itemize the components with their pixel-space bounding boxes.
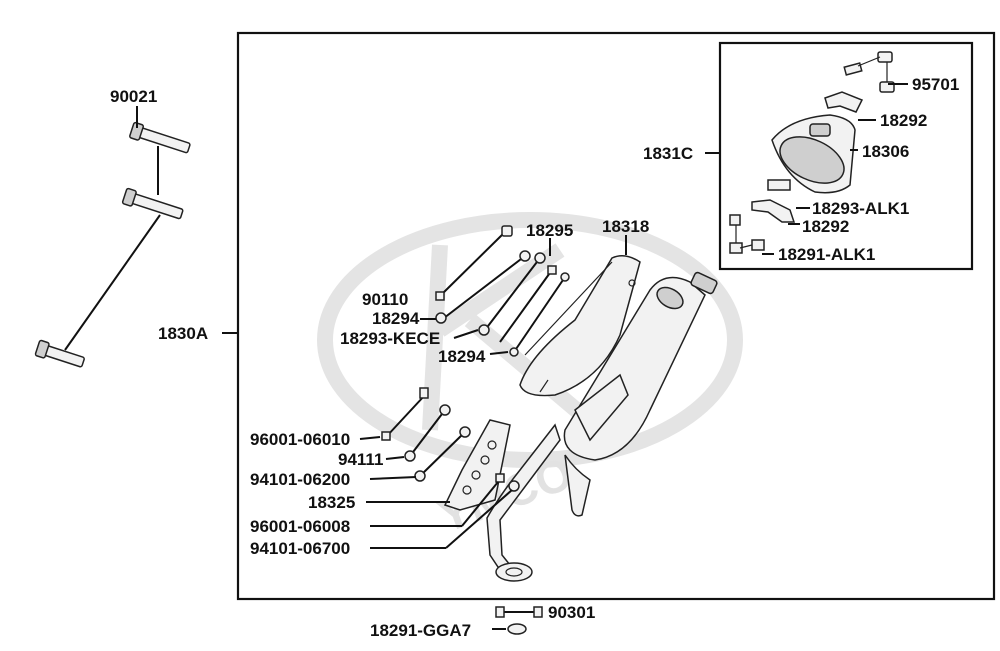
label-18293-KECE: 18293-KECE xyxy=(340,329,440,348)
label-18291-GGA7: 18291-GGA7 xyxy=(370,621,471,640)
label-18292-bottom: 18292 xyxy=(802,217,849,236)
label-18306: 18306 xyxy=(862,142,909,161)
upper-hardware xyxy=(435,225,570,357)
label-18292-top: 18292 xyxy=(880,111,927,130)
label-18325: 18325 xyxy=(308,493,355,512)
inset-assembly-frame xyxy=(718,41,974,271)
label-94111: 94111 xyxy=(338,450,383,469)
label-94101-06700: 94101-06700 xyxy=(250,539,350,558)
label-18294-upper: 18294 xyxy=(372,309,420,328)
label-90301: 90301 xyxy=(548,603,595,622)
label-18294-lower: 18294 xyxy=(438,347,486,366)
label-1830A: 1830A xyxy=(158,324,208,343)
lower-hardware xyxy=(381,387,520,492)
mounting-bolts-90021 xyxy=(34,121,191,368)
label-18291-ALK1: 18291-ALK1 xyxy=(778,245,875,264)
main-assembly-frame xyxy=(236,31,996,601)
label-90021: 90021 xyxy=(110,87,157,106)
label-95701: 95701 xyxy=(912,75,959,94)
label-18293-ALK1: 18293-ALK1 xyxy=(812,199,909,218)
label-96001-06008: 96001-06008 xyxy=(250,517,350,536)
label-94101-06200: 94101-06200 xyxy=(250,470,350,489)
bottom-hardware xyxy=(495,606,543,635)
label-18295: 18295 xyxy=(526,221,573,240)
label-96001-06010: 96001-06010 xyxy=(250,430,350,449)
label-1831C: 1831C xyxy=(643,144,693,163)
label-90110: 90110 xyxy=(362,290,408,309)
label-18318: 18318 xyxy=(602,217,649,236)
